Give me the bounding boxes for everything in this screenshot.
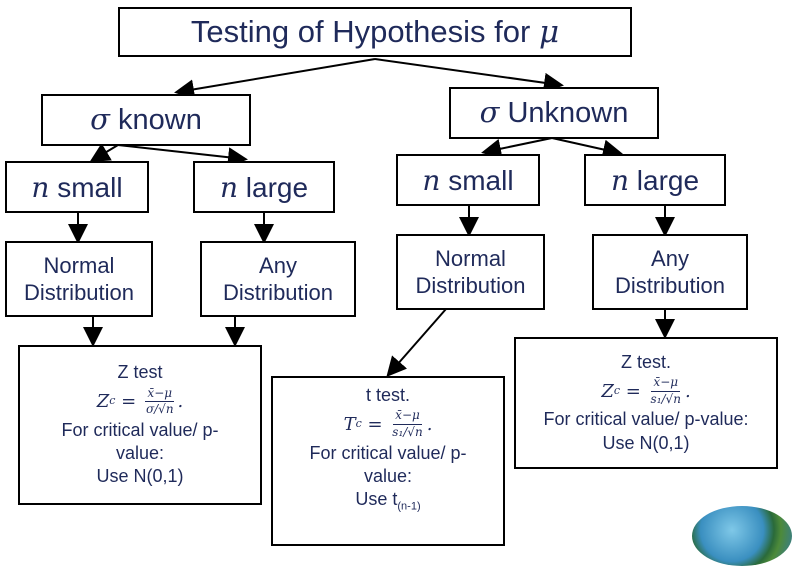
formula-denominator: σ/√n bbox=[145, 402, 174, 417]
formula-numerator: x̄−μ bbox=[145, 386, 175, 403]
sigma-known-label: known bbox=[109, 104, 202, 137]
distribution-line-2: Distribution bbox=[23, 280, 135, 305]
unknown-n-small-node: n small bbox=[396, 154, 540, 206]
globe-icon bbox=[692, 506, 792, 566]
n-symbol: n bbox=[610, 163, 629, 197]
formula-denominator: s₁/√n bbox=[392, 424, 423, 439]
sigma-known-node: σ known bbox=[41, 94, 251, 146]
n-small-label: small bbox=[49, 171, 123, 203]
sigma-unknown-label: Unknown bbox=[499, 97, 629, 130]
stat-subscript: c bbox=[109, 394, 116, 408]
test-line-1: For critical value/ p- bbox=[61, 419, 219, 440]
n-symbol: n bbox=[31, 170, 50, 204]
sigma-symbol: σ bbox=[479, 95, 500, 130]
use-t-text: Use t bbox=[355, 489, 398, 510]
known-small-distribution-node: Normal Distribution bbox=[5, 241, 153, 317]
distribution-line-1: Any bbox=[259, 252, 297, 278]
sigma-unknown-node: σ Unknown bbox=[449, 87, 659, 139]
stat-symbol: Z bbox=[96, 390, 110, 412]
n-symbol: n bbox=[219, 170, 238, 204]
unknown-n-large-node: n large bbox=[584, 154, 726, 206]
test-line-3: Use t(n-1) bbox=[355, 488, 420, 514]
distribution-line-1: Any bbox=[651, 245, 689, 271]
test-line-2: value: bbox=[115, 443, 165, 464]
stat-symbol: T bbox=[343, 413, 356, 435]
test-heading: Z test. bbox=[620, 351, 671, 372]
test-line-3: Use N(0,1) bbox=[96, 466, 184, 487]
test-line-2: value: bbox=[363, 465, 413, 486]
distribution-line-2: Distribution bbox=[222, 280, 334, 305]
test-line-2: Use N(0,1) bbox=[602, 432, 690, 453]
unknown-small-distribution-node: Normal Distribution bbox=[396, 234, 545, 310]
distribution-line-2: Distribution bbox=[614, 273, 726, 298]
title-text: Testing of Hypothesis for bbox=[190, 13, 539, 49]
known-n-large-node: n large bbox=[193, 161, 335, 213]
mu-symbol: μ bbox=[538, 13, 560, 50]
sigma-symbol: σ bbox=[90, 102, 110, 137]
known-n-small-node: n small bbox=[5, 161, 149, 213]
distribution-line-2: Distribution bbox=[415, 273, 526, 298]
unknown-large-distribution-node: Any Distribution bbox=[592, 234, 748, 310]
n-symbol: n bbox=[422, 163, 441, 197]
stat-subscript: c bbox=[613, 384, 621, 398]
formula-denominator: s₁/√n bbox=[650, 391, 681, 406]
formula-numerator: x̄−μ bbox=[651, 375, 681, 392]
known-large-distribution-node: Any Distribution bbox=[200, 241, 356, 317]
connector-arrows bbox=[68, 58, 675, 378]
n-large-label: large bbox=[238, 171, 309, 203]
n-large-label: large bbox=[629, 164, 700, 196]
use-t-subscript: (n-1) bbox=[397, 500, 421, 513]
distribution-line-1: Normal bbox=[435, 245, 506, 271]
stat-subscript: c bbox=[355, 417, 362, 431]
n-small-label: small bbox=[440, 164, 514, 196]
stat-symbol: Z bbox=[601, 380, 614, 402]
test-line-1: For critical value/ p- bbox=[309, 442, 467, 463]
distribution-line-1: Normal bbox=[43, 252, 115, 278]
test-heading: t test. bbox=[365, 385, 410, 405]
test-line-1: For critical value/ p-value: bbox=[543, 409, 749, 430]
formula-numerator: x̄−μ bbox=[393, 408, 422, 425]
test-heading: Z test bbox=[117, 362, 163, 383]
diagram-title: Testing of Hypothesis for μ bbox=[118, 7, 632, 57]
